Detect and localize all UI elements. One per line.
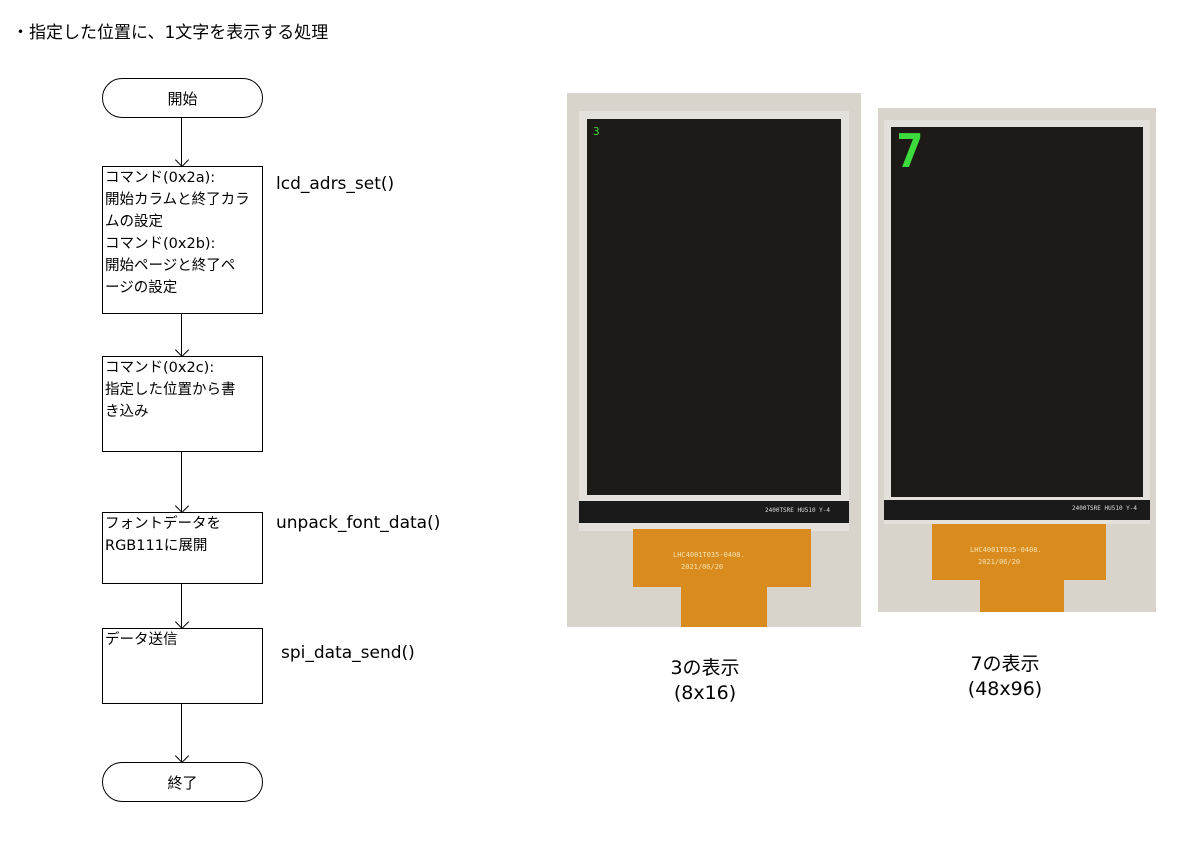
lcd-photo-8x16: 3 2400TSRE HU510 Y-4 LHC4001T035-0408. 2… [567, 93, 861, 627]
arrow-down-icon [174, 498, 190, 514]
fpc-text: LHC4001T035-0408. [673, 551, 745, 559]
function-label-spi-data-send: spi_data_send() [281, 643, 415, 663]
function-label-unpack-font-data: unpack_font_data() [276, 513, 441, 533]
fpc-text: LHC4001T035-0408. [970, 546, 1042, 554]
step-text: コマンド(0x2c): [105, 360, 215, 376]
step-text: データ送信 [105, 632, 178, 648]
caption-line: 7の表示 [970, 653, 1040, 675]
function-label-lcd-adrs-set: lcd_adrs_set() [276, 174, 395, 194]
flex-cable [633, 529, 811, 587]
lcd-screen [891, 127, 1143, 497]
fpc-text: 2021/06/20 [978, 558, 1021, 566]
pcb-strip [884, 500, 1150, 520]
lcd-glyph: 3 [593, 125, 600, 138]
step-text: フォントデータを [105, 516, 221, 532]
flex-cable-tail [681, 587, 767, 627]
connector-line [181, 704, 182, 762]
pcb-text: 2400TSRE HU510 Y-4 [765, 507, 831, 514]
step-text: ージの設定 [105, 280, 178, 296]
caption-line: (48x96) [967, 678, 1043, 700]
pcb-strip [579, 501, 849, 523]
lcd-photo-48x96: 7 2400TSRE HU510 Y-4 LHC4001T035-0408. 2… [878, 108, 1156, 612]
step-box-unpack-font: フォントデータを RGB111に展開 [102, 512, 263, 584]
end-terminal: 終了 [102, 762, 263, 802]
step-text: ムの設定 [105, 214, 163, 230]
flex-cable [932, 524, 1106, 580]
step-text: 指定した位置から書 [105, 382, 236, 398]
flex-cable-tail [980, 580, 1064, 612]
step-box-data-send: データ送信 [102, 628, 263, 704]
flowchart: 開始 コマンド(0x2a): 開始カラムと終了カラ ムの設定 コマンド(0x2b… [0, 0, 520, 844]
arrow-down-icon [174, 152, 190, 168]
pcb-text: 2400TSRE HU510 Y-4 [1072, 505, 1138, 512]
caption-line: 3の表示 [670, 657, 740, 679]
connector-line [181, 118, 182, 166]
step-text: 開始カラムと終了カラ [105, 192, 250, 208]
step-text: RGB111に展開 [105, 538, 208, 554]
arrow-down-icon [174, 748, 190, 764]
connector-line [181, 314, 182, 356]
photo-caption-48x96: 7の表示 (48x96) [935, 652, 1075, 702]
arrow-down-icon [174, 614, 190, 630]
fpc-text: 2021/06/20 [681, 563, 724, 571]
connector-line [181, 584, 182, 628]
page-heading: ・指定した位置に、1文字を表示する処理 [12, 23, 329, 43]
step-text: き込み [105, 404, 149, 420]
step-text: コマンド(0x2a): [105, 170, 216, 186]
arrow-down-icon [174, 342, 190, 358]
caption-line: (8x16) [673, 682, 737, 704]
step-text: コマンド(0x2b): [105, 236, 216, 252]
lcd-screen [587, 119, 841, 495]
connector-line [181, 452, 182, 512]
lcd-glyph: 7 [896, 124, 924, 178]
step-box-address-set: コマンド(0x2a): 開始カラムと終了カラ ムの設定 コマンド(0x2b): … [102, 166, 263, 314]
step-text: 開始ページと終了ペ [105, 258, 236, 274]
step-box-write: コマンド(0x2c): 指定した位置から書 き込み [102, 356, 263, 452]
start-terminal: 開始 [102, 78, 263, 118]
photo-caption-8x16: 3の表示 (8x16) [640, 656, 770, 706]
